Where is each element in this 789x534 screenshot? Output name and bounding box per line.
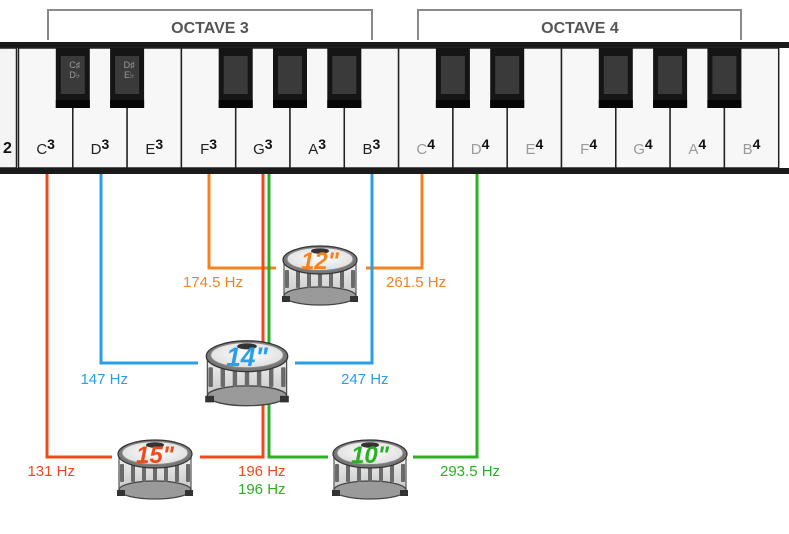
white-key-label: E3 bbox=[145, 136, 163, 158]
white-key-label: C3 bbox=[36, 136, 55, 158]
white-key-label: C4 bbox=[416, 136, 435, 158]
drum-head bbox=[121, 441, 189, 465]
drum-head bbox=[286, 247, 354, 271]
white-key-label: F3 bbox=[200, 136, 217, 158]
drum-logo bbox=[237, 343, 257, 350]
note-connectors bbox=[45, 174, 479, 459]
octave-3-label: OCTAVE 3 bbox=[171, 20, 249, 37]
freq-12in-low: 174.5 Hz bbox=[183, 274, 243, 291]
keyboard-bottom-rail bbox=[0, 168, 789, 174]
octave-4-bracket: OCTAVE 4 bbox=[417, 9, 742, 40]
drum-size-label: 15" bbox=[136, 442, 175, 469]
drums: 12" 14" 15" 10" bbox=[117, 245, 408, 500]
frequency-labels: 174.5 Hz 261.5 Hz 147 Hz 247 Hz 131 Hz 1… bbox=[27, 274, 500, 498]
freq-14in-high: 247 Hz bbox=[341, 371, 389, 388]
freq-15in-high: 196 Hz bbox=[238, 463, 286, 480]
drum-logo bbox=[361, 442, 379, 448]
white-key-label: F4 bbox=[580, 136, 597, 158]
freq-12in-high: 261.5 Hz bbox=[386, 274, 446, 291]
white-key-label: B4 bbox=[743, 136, 761, 158]
connector-10in-high bbox=[413, 174, 479, 459]
black-key[interactable] bbox=[273, 48, 307, 108]
white-key-label: A3 bbox=[308, 136, 326, 158]
black-keys: C♯D♭ D♯E♭ bbox=[55, 48, 742, 108]
white-key-label: G3 bbox=[253, 136, 273, 158]
drum-head bbox=[336, 441, 404, 465]
black-key[interactable] bbox=[327, 48, 362, 108]
black-key[interactable] bbox=[653, 48, 688, 108]
white-key-label: A4 bbox=[688, 136, 706, 158]
white-key-label: G4 bbox=[633, 136, 653, 158]
drum-size-label: 10" bbox=[351, 442, 390, 469]
freq-10in-high: 293.5 Hz bbox=[440, 463, 500, 480]
drum-size-label: 12" bbox=[301, 248, 340, 275]
freq-14in-low: 147 Hz bbox=[80, 371, 128, 388]
black-key[interactable] bbox=[435, 48, 470, 108]
octave-3-bracket: OCTAVE 3 bbox=[47, 9, 373, 40]
connector-10in-low bbox=[267, 174, 328, 459]
drum-12in: 12" bbox=[282, 245, 358, 306]
connector-15in-high bbox=[200, 174, 265, 459]
white-key-label: D4 bbox=[471, 136, 490, 158]
black-key[interactable] bbox=[707, 48, 742, 108]
connector-14in-low bbox=[99, 174, 198, 365]
freq-15in-low: 131 Hz bbox=[27, 463, 75, 480]
drum-logo bbox=[146, 442, 164, 448]
connector-14in-high bbox=[295, 174, 374, 365]
connector-15in-low bbox=[45, 174, 112, 459]
drum-14in: 14" bbox=[205, 340, 289, 407]
white-key-label: D3 bbox=[91, 136, 110, 158]
black-key-label-flat: E♭ bbox=[124, 70, 134, 80]
drum-15in: 15" bbox=[117, 439, 193, 500]
white-key-partial-label: 2 bbox=[3, 140, 12, 157]
black-key-label-flat: D♭ bbox=[69, 70, 80, 80]
piano-keyboard: 2 C3 D3 E3 F3 G3 A3 B3 C4 D4 E4 F4 G4 A4 B4 C♯D♭ D♯E♭ bbox=[0, 42, 789, 174]
black-key[interactable]: C♯D♭ bbox=[55, 48, 90, 108]
drum-logo bbox=[311, 248, 329, 254]
black-key[interactable] bbox=[598, 48, 633, 108]
connector-12in-high bbox=[366, 174, 424, 270]
drum-size-label: 14" bbox=[226, 342, 268, 372]
white-key-label: B3 bbox=[363, 136, 381, 158]
black-key-label-sharp: C♯ bbox=[69, 60, 80, 70]
freq-10in-low: 196 Hz bbox=[238, 481, 286, 498]
white-key-label: E4 bbox=[525, 136, 543, 158]
black-key[interactable]: D♯E♭ bbox=[110, 48, 145, 108]
black-key[interactable] bbox=[490, 48, 525, 108]
keyboard-top-rail bbox=[0, 42, 789, 48]
drum-10in: 10" bbox=[332, 439, 408, 500]
octave-4-label: OCTAVE 4 bbox=[541, 20, 619, 37]
drum-head bbox=[210, 341, 284, 369]
connector-12in-low bbox=[207, 174, 276, 270]
black-key[interactable] bbox=[218, 48, 253, 108]
black-key-label-sharp: D♯ bbox=[124, 60, 135, 70]
